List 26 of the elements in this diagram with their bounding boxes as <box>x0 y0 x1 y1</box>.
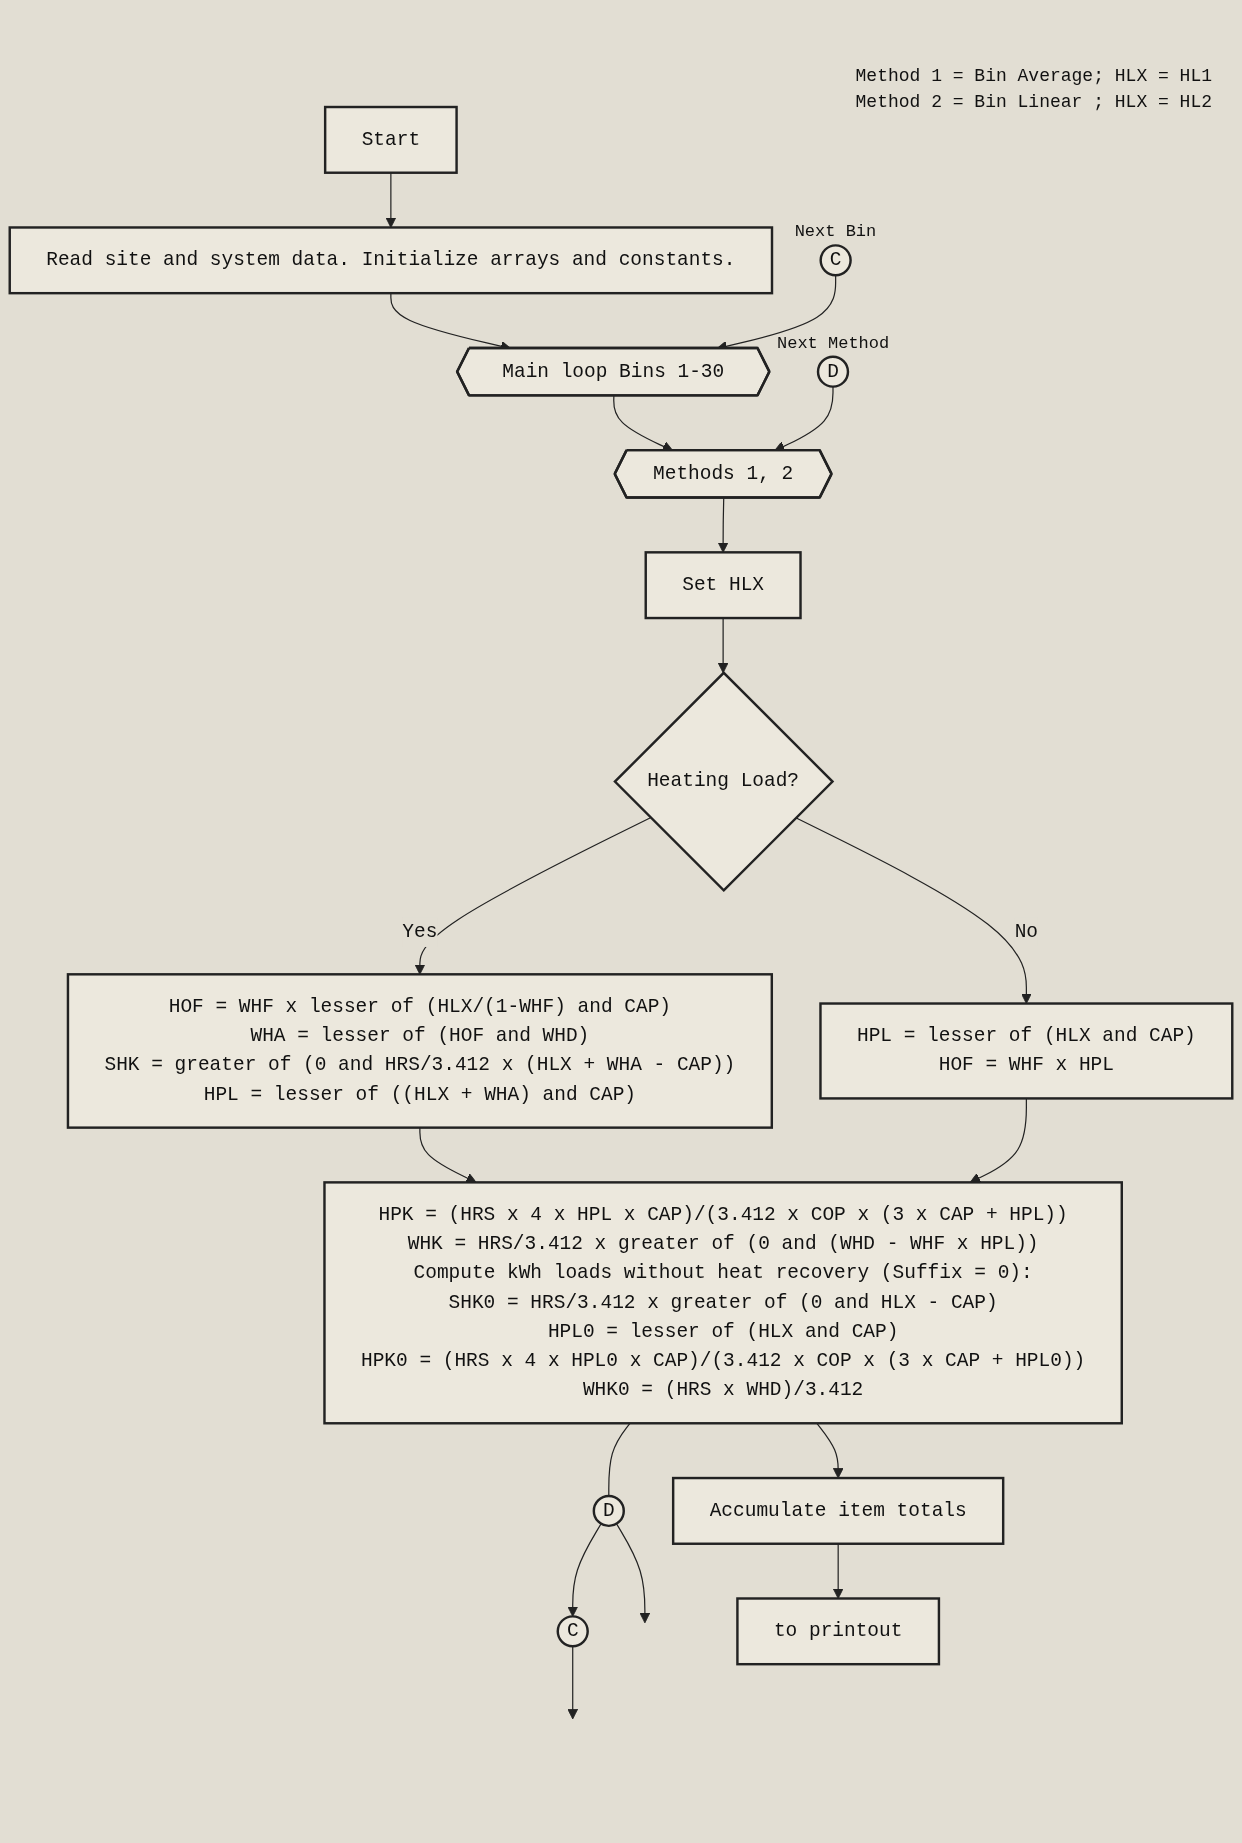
connector-caption: Next Method <box>777 333 890 353</box>
node-box: HPK = (HRS x 4 x HPL x CAP)/(3.412 x COP x (3 x CAP + HPL)) WHK = HRS/3.412 x greater of (0 and (WHD - WHF x HPL)) Compute kWh loads without heat recovery (Suffix = 0): SHK0 = HRS/3.412 x greater of (0 and HLX - CAP) HPL0 = lesser of (HLX and CAP) HPK0 = (HRS x 4 x HPL0 x CAP)/(3.412 x COP x (3 x CAP + HPL0)) WHK0 = (HRS x WHD)/3.412 <box>323 1181 1123 1425</box>
node-box: Set HLX <box>644 551 802 620</box>
arrow <box>385 172 397 228</box>
edge-label: No <box>1014 921 1039 944</box>
node-circle: C <box>819 244 852 277</box>
node-box: Accumulate item totals <box>671 1476 1005 1545</box>
arrow <box>717 497 729 553</box>
node-circle: C <box>556 1615 589 1648</box>
connector-caption: Next Bin <box>794 222 877 242</box>
arrow <box>419 1127 477 1183</box>
arrow <box>615 1523 651 1624</box>
node-box: to printout <box>736 1597 941 1666</box>
node-circle: D <box>592 1494 625 1528</box>
node-diamond: Heating Load? <box>613 671 835 893</box>
node-box: Start <box>323 105 458 174</box>
note-text: Method 2 = Bin Linear ; HLX = HL2 <box>855 92 1212 112</box>
note-text: Method 1 = Bin Average; HLX = HL1 <box>855 66 1212 86</box>
arrow <box>567 1523 602 1617</box>
arrow <box>414 817 652 975</box>
node-box: Read site and system data. Initialize arrays and constants. <box>8 226 774 295</box>
edge-label: Yes <box>402 921 438 944</box>
node-box: HPL = lesser of (HLX and CAP) HOF = WHF x HPL <box>819 1002 1234 1100</box>
node-box: HOF = WHF x lesser of (HLX/(1-WHF) and CAP) WHA = lesser of (HOF and WHD) SHK = greater of (0 and HRS/3.412 x (HLX + WHA - CAP)) HPL = lesser of ((HLX + WHA) and CAP) <box>66 973 773 1129</box>
node-circle: D <box>816 355 850 388</box>
arrow <box>832 1543 844 1599</box>
